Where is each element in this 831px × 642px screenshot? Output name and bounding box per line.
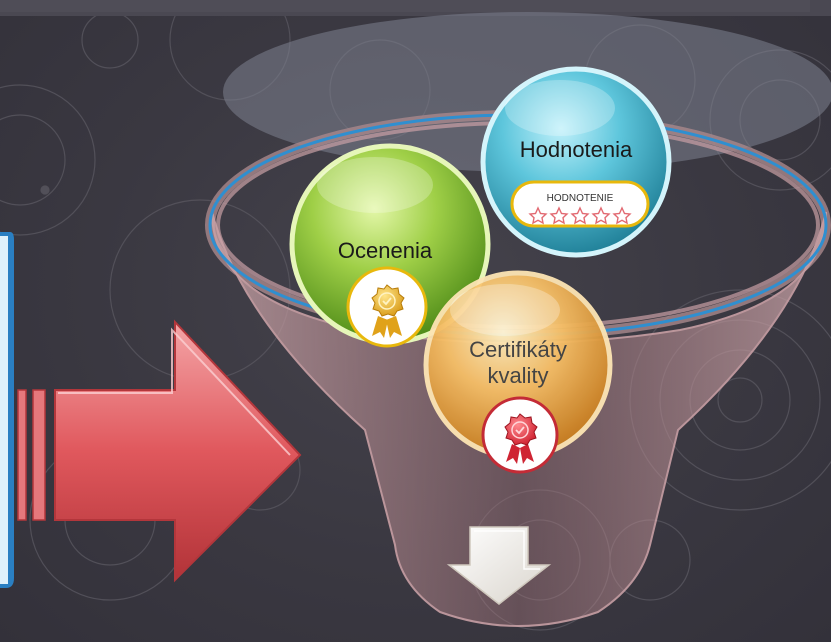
badge-text: HODNOTENIE: [547, 193, 614, 204]
circle-label-line1: Certifikáty: [469, 337, 567, 362]
five-star-rating-icon: HODNOTENIE: [510, 180, 650, 228]
red-certificate-seal-icon: [481, 396, 559, 474]
top-band-inner: [0, 0, 810, 12]
circle-label: Hodnotenia: [520, 137, 633, 162]
circle-certifikaty: Certifikáty kvality: [423, 270, 613, 474]
circle-ocenenia: Ocenenia: [289, 143, 491, 348]
right-arrow-icon: [17, 319, 302, 583]
down-arrow-icon: [446, 526, 552, 605]
circle-label-line2: kvality: [487, 363, 548, 388]
circle-label: Ocenenia: [338, 238, 433, 263]
circle-hodnotenia: Hodnotenia HODNOTENIE: [480, 66, 672, 258]
left-panel: [0, 232, 14, 588]
gold-award-medal-icon: [346, 266, 428, 348]
